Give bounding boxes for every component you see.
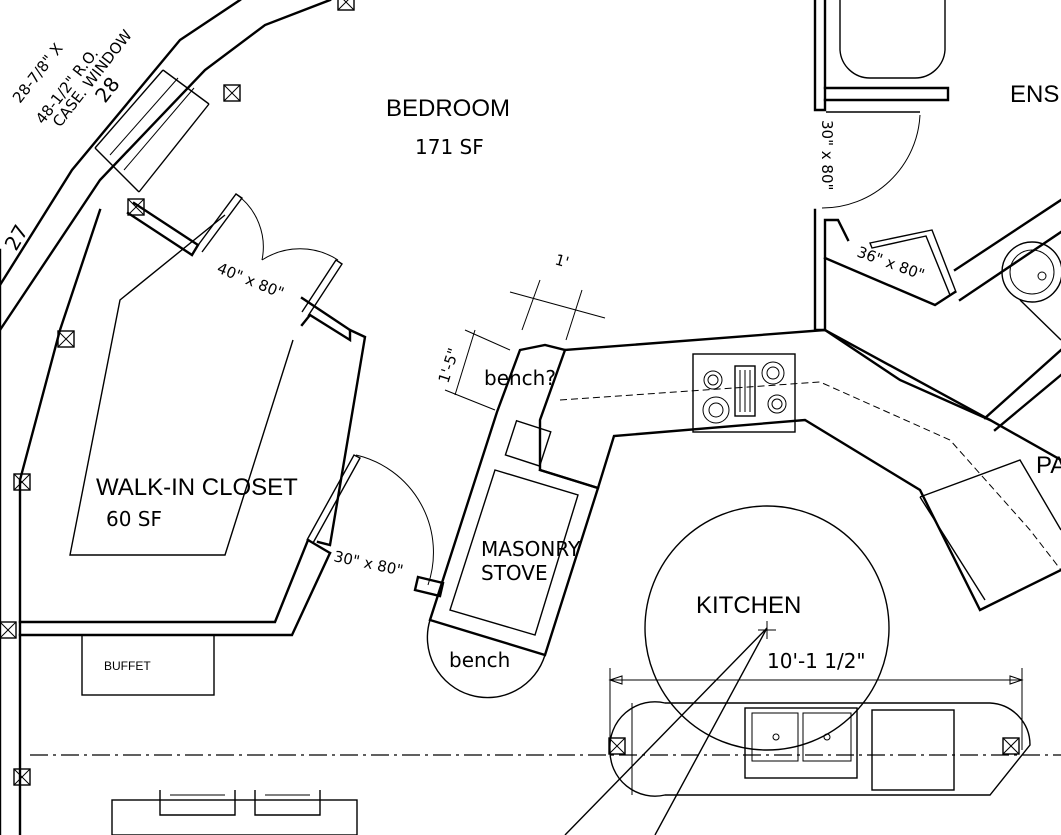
bench-bottom-label: bench bbox=[449, 648, 510, 672]
exterior-wall-left bbox=[0, 0, 332, 835]
kitchen-diagonals bbox=[564, 627, 768, 835]
bench-dimension bbox=[444, 329, 511, 411]
column-markers bbox=[0, 0, 1020, 786]
closet-walls bbox=[18, 201, 367, 637]
kitchen-table bbox=[644, 505, 890, 751]
closet-lower-door bbox=[306, 454, 445, 598]
kitchen-counter bbox=[538, 328, 1061, 612]
bottom-furniture bbox=[111, 790, 358, 835]
closet-area: 60 SF bbox=[106, 507, 162, 531]
closet-lower-door-label: 30" x 80" bbox=[332, 547, 405, 579]
ensuite-door-label: 30" x 80" bbox=[818, 120, 836, 190]
stove-label-line2: STOVE bbox=[481, 561, 548, 585]
bench-depth-dim-label: 1'-5" bbox=[435, 346, 463, 385]
buffet bbox=[81, 634, 215, 696]
kitchen-island bbox=[609, 701, 1031, 797]
kitchen-dim-label: 10'-1 1/2" bbox=[767, 649, 866, 673]
kitchen-label: KITCHEN bbox=[696, 592, 801, 619]
bedroom-label: BEDROOM bbox=[386, 95, 510, 122]
closet-label: WALK-IN CLOSET bbox=[96, 474, 298, 501]
closet-door bbox=[195, 193, 343, 317]
masonry-stove bbox=[426, 343, 600, 699]
one-foot-dimension bbox=[509, 279, 606, 341]
bath-door-label: 36" x 80" bbox=[855, 243, 927, 284]
bedroom-area: 171 SF bbox=[415, 135, 484, 159]
wall-segment-number: 27 bbox=[0, 220, 33, 254]
ensuite-door bbox=[821, 111, 921, 209]
ensuite-label: ENS bbox=[1010, 81, 1059, 108]
stove-label-line1: MASONRY bbox=[481, 537, 581, 561]
closet-door-label: 40" x 80" bbox=[215, 259, 287, 302]
buffet-label: BUFFET bbox=[104, 659, 151, 673]
bench-top-label: bench? bbox=[484, 366, 556, 390]
casement-window bbox=[94, 69, 210, 193]
cooktop bbox=[692, 353, 796, 433]
kitchen-dimension bbox=[608, 668, 1024, 750]
pantry-label: PA bbox=[1036, 452, 1061, 479]
bath-door bbox=[869, 229, 957, 296]
ensuite-walls bbox=[813, 0, 1061, 432]
one-foot-dim-label: 1' bbox=[553, 251, 571, 272]
